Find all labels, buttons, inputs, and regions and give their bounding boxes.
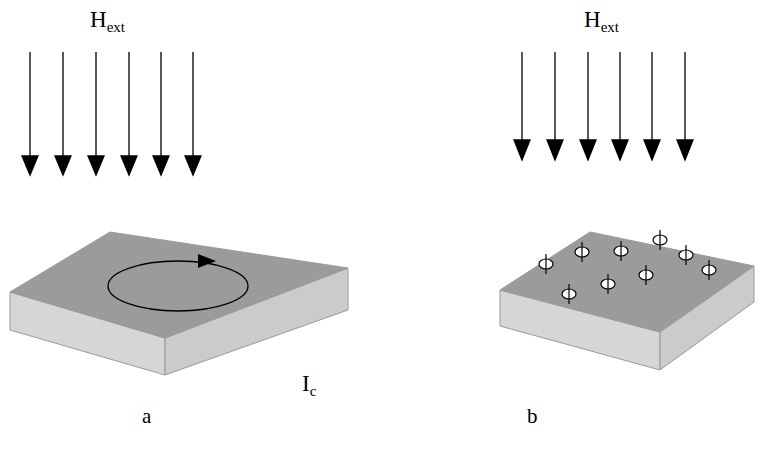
- vortices: [539, 230, 716, 304]
- field-label: Hext: [90, 6, 125, 36]
- field-arrows-b: [514, 52, 693, 160]
- screening-current-loop: [108, 254, 248, 311]
- field-label: Hext: [584, 6, 619, 36]
- superconductor-slab-b: [500, 232, 754, 370]
- panel-letter: b: [527, 404, 538, 429]
- field-arrows-a: [22, 52, 201, 175]
- current-label: Ic: [302, 370, 316, 400]
- superconductor-slab-a: [10, 232, 348, 375]
- panel-letter: a: [142, 404, 151, 429]
